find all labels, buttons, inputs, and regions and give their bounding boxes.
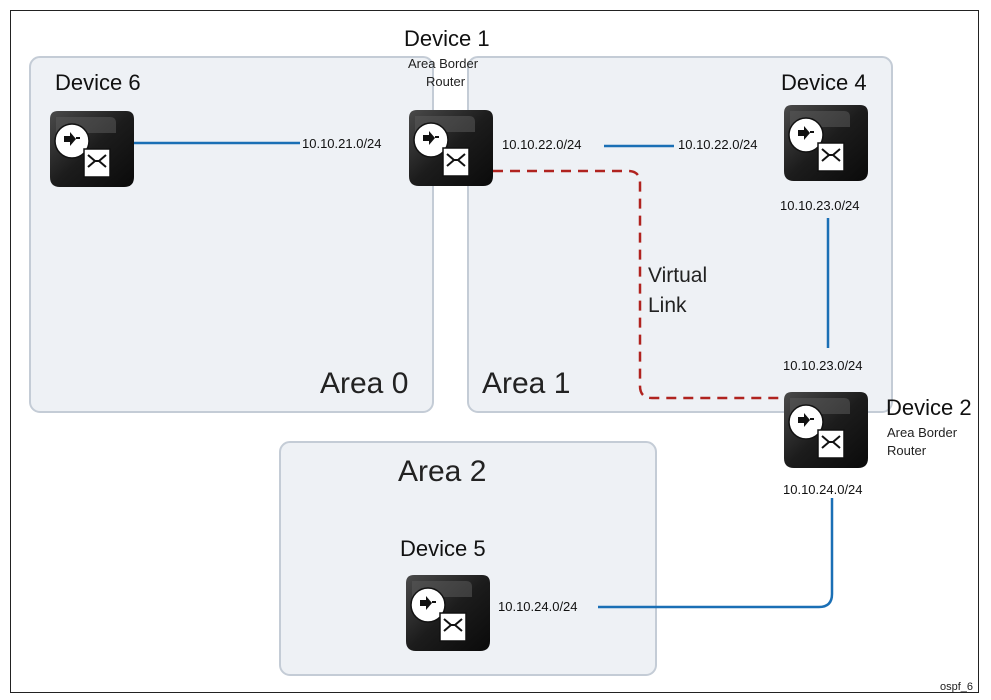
- figure-id: ospf_6: [940, 681, 973, 693]
- net-d4-d2-bottom: 10.10.23.0/24: [783, 358, 863, 373]
- router-icon-device4: [783, 104, 869, 182]
- device1-role-line2: Router: [426, 74, 466, 89]
- virtual-link-label-2: Link: [648, 294, 687, 317]
- net-d6-d1: 10.10.21.0/24: [302, 136, 382, 151]
- net-d2-d5-top: 10.10.24.0/24: [783, 482, 863, 497]
- device1-label: Device 1: [404, 26, 490, 51]
- device2-label: Device 2: [886, 395, 972, 420]
- virtual-link-label-1: Virtual: [648, 264, 707, 287]
- area1-label: Area 1: [482, 367, 570, 400]
- router-icon-device5: [405, 574, 491, 652]
- net-d2-d5-bottom: 10.10.24.0/24: [498, 599, 578, 614]
- net-d4-d2-top: 10.10.23.0/24: [780, 198, 860, 213]
- router-icon-device1: [408, 109, 494, 187]
- device4-label: Device 4: [781, 70, 867, 95]
- virtual-link: [493, 169, 790, 400]
- device6-label: Device 6: [55, 70, 141, 95]
- router-icon-device6: [49, 110, 135, 188]
- device2-role-line1: Area Border: [887, 425, 958, 440]
- diagram-frame: [10, 10, 979, 693]
- area2-label: Area 2: [398, 455, 486, 488]
- net-d1-d4-left: 10.10.22.0/24: [502, 137, 582, 152]
- area0-label: Area 0: [320, 367, 408, 400]
- device2-role-line2: Router: [887, 443, 927, 458]
- router-icon-device2: [783, 391, 869, 469]
- net-d1-d4-right: 10.10.22.0/24: [678, 137, 758, 152]
- device5-label: Device 5: [400, 536, 486, 561]
- link-d2-d5: [598, 498, 834, 609]
- area2-box: [279, 441, 657, 676]
- area0-box: [29, 56, 434, 413]
- device1-role-line1: Area Border: [408, 56, 479, 71]
